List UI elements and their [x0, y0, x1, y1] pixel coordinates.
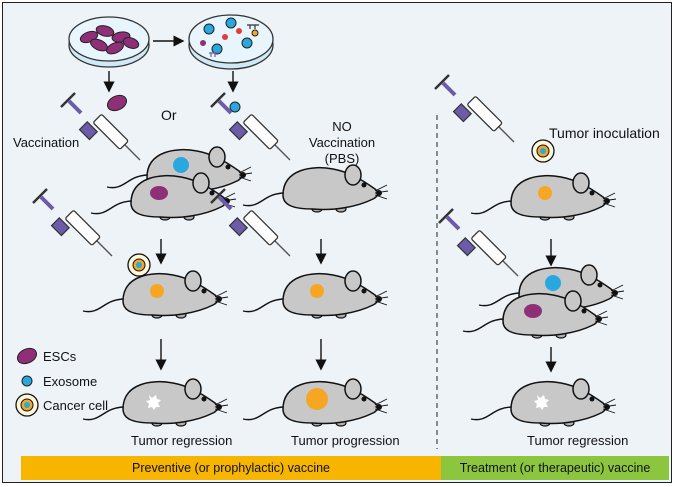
or-label: Or	[161, 107, 177, 123]
legend-esc-icon	[16, 347, 38, 365]
legend-exosome-icon	[21, 375, 33, 387]
esc-icon	[106, 94, 128, 112]
pbs-mouse	[242, 164, 389, 213]
inoculated-mouse	[470, 172, 617, 221]
treatment-vaccine-bar: Treatment (or therapeutic) vaccine	[441, 456, 669, 480]
treated-mouse-exosome	[478, 264, 625, 313]
exosome-petri-dish	[188, 14, 274, 70]
legend-exosome-label: Exosome	[43, 374, 98, 389]
regression-mouse-2	[470, 378, 617, 427]
esc-petri-dish	[68, 16, 150, 68]
vaccinated-mouse-exosome	[106, 146, 253, 195]
challenge-syringe-2	[209, 187, 292, 258]
vaccine-diagram	[15, 14, 625, 449]
legend-cancer-cell-label: Cancer cell	[43, 398, 109, 413]
inoculation-cancer-cell	[531, 139, 555, 163]
tumor-progression-label: Tumor progression	[291, 433, 400, 448]
challenge-cancer-cell	[127, 253, 151, 277]
challenge-syringe-1	[31, 187, 114, 258]
challenged-mouse-2	[242, 270, 389, 319]
challenged-mouse-1	[82, 270, 229, 319]
inoculation-syringe	[433, 73, 516, 144]
legend-esc-label: ESCs	[43, 349, 77, 364]
treated-mouse-esc	[462, 290, 609, 339]
preventive-vaccine-bar: Preventive (or prophylactic) vaccine	[21, 456, 441, 480]
tumor-regression-label-right: Tumor regression	[527, 433, 629, 448]
exosome-icon	[229, 101, 241, 113]
tumor-regression-label-left: Tumor regression	[131, 433, 233, 448]
vaccination-label: Vaccination	[13, 135, 80, 150]
no-vaccination-label: NO Vaccination (PBS)	[308, 119, 376, 166]
vaccinated-mouse-esc	[90, 172, 237, 221]
tumor-inoculation-label: Tumor inoculation	[549, 125, 660, 141]
progression-mouse	[242, 378, 389, 427]
legend-cancer-cell-icon	[15, 393, 39, 417]
figure-frame: Vaccination Or NO Vaccination (PBS) Tumo…	[2, 2, 672, 483]
treatment-syringe	[437, 207, 520, 278]
regression-mouse-1	[82, 378, 229, 427]
